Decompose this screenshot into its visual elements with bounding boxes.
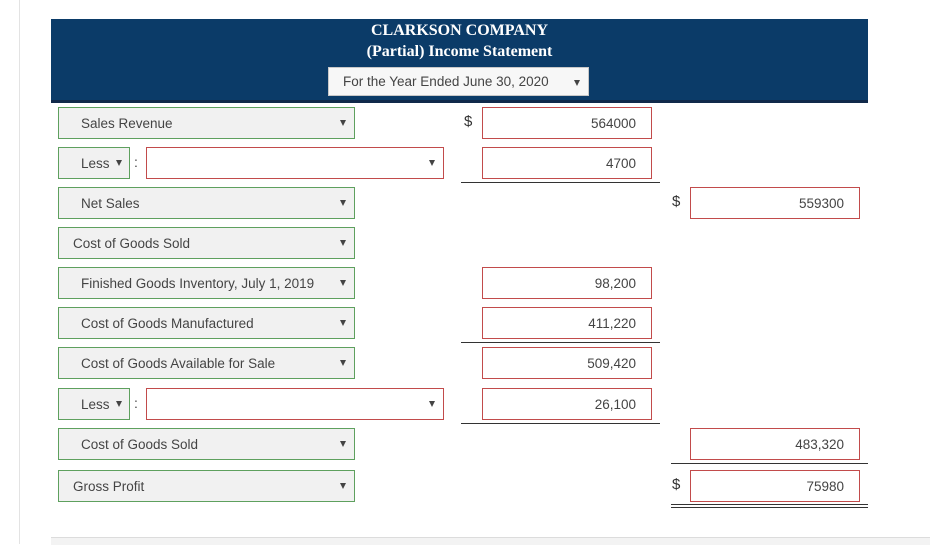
amount-input-goods-available-for-sale[interactable]: 509,420 (482, 347, 652, 379)
chevron-down-icon (429, 160, 435, 166)
amount-input-cost-of-goods-sold[interactable]: 483,320 (690, 428, 860, 460)
amount-input-net-sales[interactable]: 559300 (690, 187, 860, 219)
amount-input-finished-goods-inventory[interactable]: 98,200 (482, 267, 652, 299)
account-select-label: Finished Goods Inventory, July 1, 2019 (81, 276, 315, 291)
colon-separator: : (134, 154, 138, 170)
next-section-panel (51, 537, 930, 545)
chevron-down-icon (116, 401, 122, 407)
period-select-value: For the Year Ended June 30, 2020 (343, 74, 549, 89)
amount-value: 509,420 (587, 356, 636, 371)
amount-value: 411,220 (588, 316, 636, 331)
account-select-label: Cost of Goods Sold (73, 236, 191, 251)
less-select-label: Less (81, 397, 110, 412)
less-select[interactable]: Less (58, 388, 130, 420)
chevron-down-icon (340, 280, 346, 286)
subtotal-underline (671, 463, 868, 464)
dollar-sign: $ (672, 193, 681, 210)
amount-value: 75980 (806, 479, 844, 494)
less-select[interactable]: Less (58, 147, 130, 179)
chevron-down-icon (340, 360, 346, 366)
deduction-account-select[interactable] (146, 147, 444, 179)
subtotal-underline (461, 342, 660, 343)
account-select-label: Cost of Goods Available for Sale (81, 356, 276, 371)
chevron-down-icon (340, 120, 346, 126)
account-select-net-sales[interactable]: Net Sales (58, 187, 355, 219)
account-select-goods-available-for-sale[interactable]: Cost of Goods Available for Sale (58, 347, 355, 379)
company-title: CLARKSON COMPANY (370, 22, 549, 39)
account-select-label: Cost of Goods Sold (81, 437, 199, 452)
dollar-sign: $ (464, 113, 473, 130)
period-select[interactable]: For the Year Ended June 30, 2020 (328, 67, 589, 96)
double-underline-bottom (671, 507, 868, 508)
chevron-down-icon (116, 160, 122, 166)
amount-input-sales-deduction[interactable]: 4700 (482, 147, 652, 179)
less-select-label: Less (81, 156, 110, 171)
amount-value: 98,200 (594, 276, 636, 291)
amount-value: 26,100 (594, 397, 636, 412)
statement-title: (Partial) Income Statement (366, 43, 553, 60)
amount-value: 559300 (798, 196, 844, 211)
colon-separator: : (134, 395, 138, 411)
left-divider (19, 0, 20, 544)
account-select-label: Sales Revenue (81, 116, 173, 131)
ending-inventory-account-select[interactable] (146, 388, 444, 420)
account-select-cogs-heading[interactable]: Cost of Goods Sold (58, 227, 355, 259)
amount-input-cost-of-goods-manufactured[interactable]: 411,220 (482, 307, 652, 339)
chevron-down-icon (429, 401, 435, 407)
account-select-finished-goods-inventory[interactable]: Finished Goods Inventory, July 1, 2019 (58, 267, 355, 299)
account-select-label: Gross Profit (73, 479, 145, 494)
account-select-cost-of-goods-manufactured[interactable]: Cost of Goods Manufactured (58, 307, 355, 339)
subtotal-underline (461, 423, 660, 424)
account-select-label: Net Sales (81, 196, 140, 211)
amount-input-gross-profit[interactable]: 75980 (690, 470, 860, 502)
chevron-down-icon (574, 80, 580, 86)
chevron-down-icon (340, 320, 346, 326)
account-select-label: Cost of Goods Manufactured (81, 316, 254, 331)
amount-value: 483,320 (795, 437, 844, 452)
statement-header: CLARKSON COMPANY (Partial) Income Statem… (51, 19, 868, 103)
amount-value: 4700 (605, 156, 636, 171)
account-select-sales-revenue[interactable]: Sales Revenue (58, 107, 355, 139)
amount-input-sales-revenue[interactable]: 564000 (482, 107, 652, 139)
dollar-sign: $ (672, 476, 681, 493)
account-select-cost-of-goods-sold[interactable]: Cost of Goods Sold (58, 428, 355, 460)
chevron-down-icon (340, 240, 346, 246)
chevron-down-icon (340, 441, 346, 447)
subtotal-underline (461, 182, 660, 183)
account-select-gross-profit[interactable]: Gross Profit (58, 470, 355, 502)
amount-value: 564000 (590, 116, 636, 131)
double-underline-top (671, 504, 868, 505)
chevron-down-icon (340, 200, 346, 206)
amount-input-ending-inventory[interactable]: 26,100 (482, 388, 652, 420)
chevron-down-icon (340, 483, 346, 489)
